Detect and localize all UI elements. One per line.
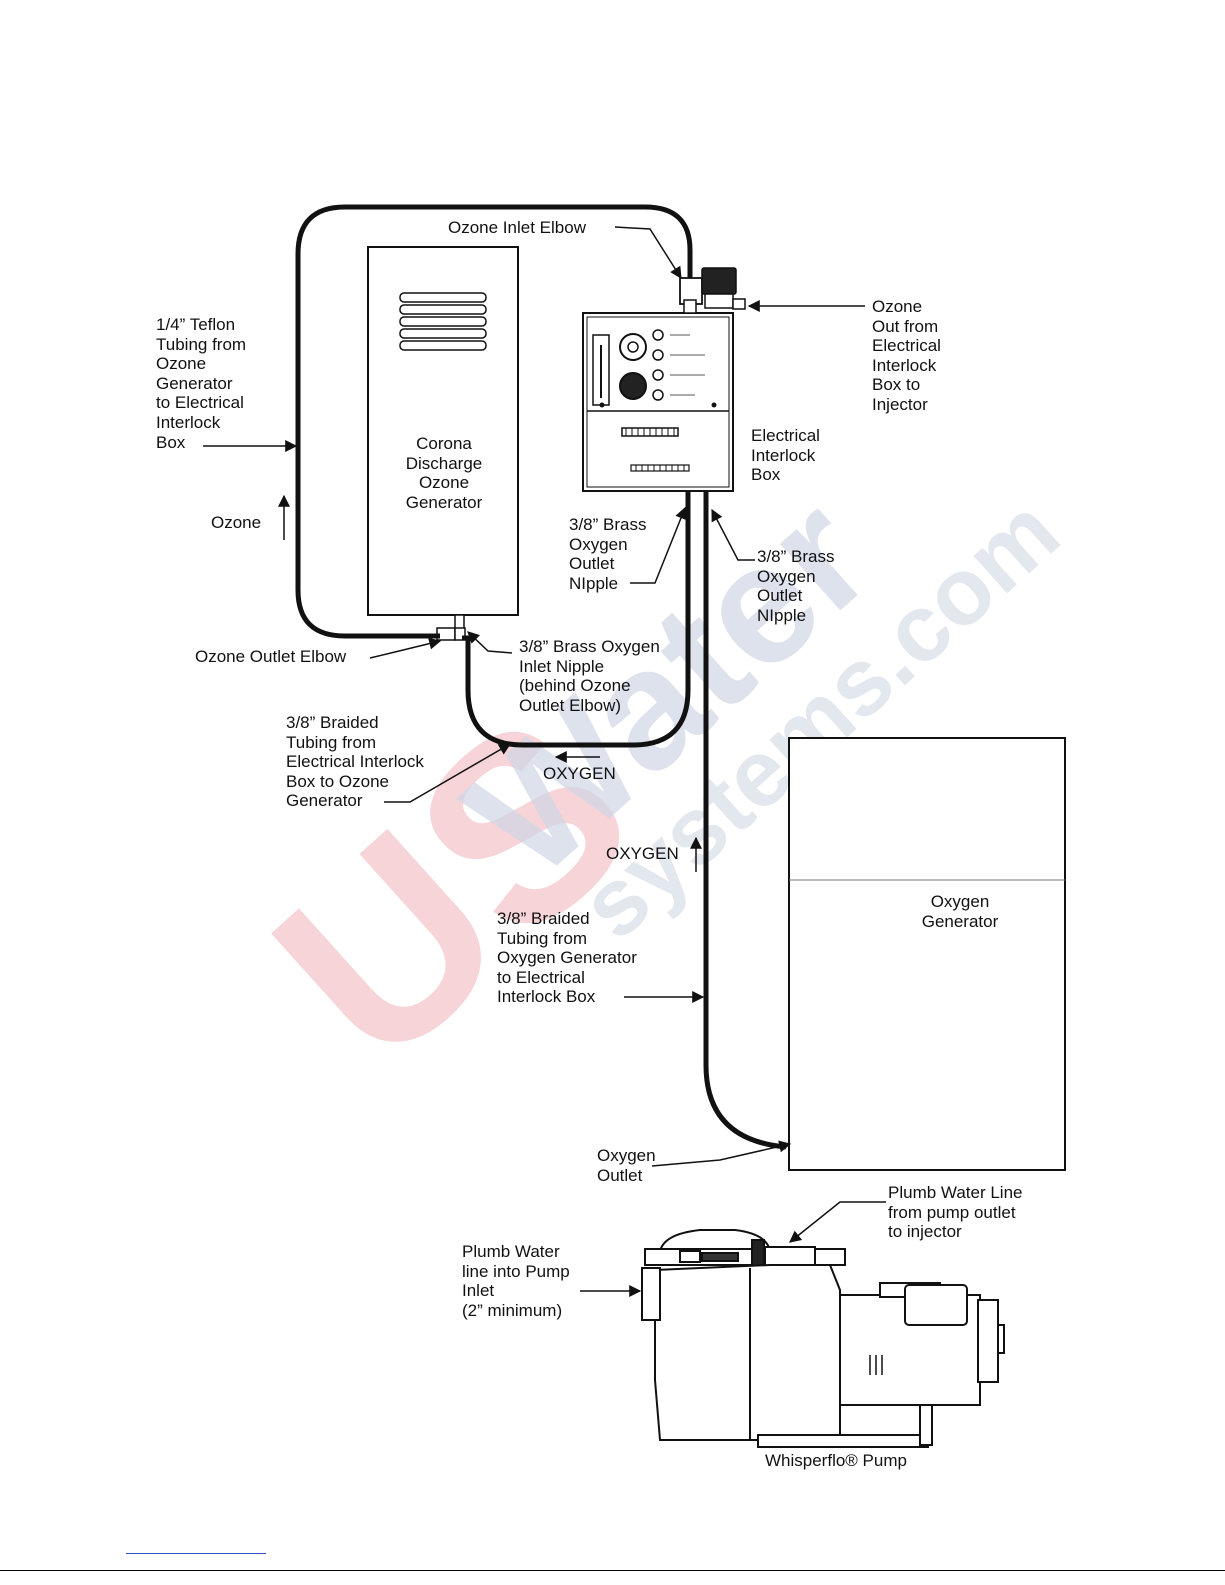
- label-braided-to-generator: 3/8” Braided Tubing from Electrical Inte…: [286, 713, 424, 811]
- label-ozone-out: Ozone Out from Electrical Interlock Box …: [872, 297, 941, 414]
- label-oxygen-flow-1: OXYGEN: [543, 764, 616, 783]
- cabinet-vent-icon: [399, 292, 487, 351]
- label-oxygen-flow-2: OXYGEN: [606, 844, 679, 863]
- label-ozone-inlet-elbow: Ozone Inlet Elbow: [448, 218, 586, 237]
- braided-tubing-oxygen-to-box: [703, 491, 787, 1150]
- label-braided-from-oxygen: 3/8” Braided Tubing from Oxygen Generato…: [497, 909, 637, 1007]
- ozone-valve-assembly: [679, 267, 746, 314]
- braided-tubing-box-to-generator: [462, 491, 691, 748]
- label-plumb-outlet: Plumb Water Line from pump outlet to inj…: [888, 1183, 1023, 1242]
- arrows: [203, 226, 886, 1297]
- ozone-generator-cabinet: [367, 246, 519, 641]
- label-brass-outlet-nipple-right: 3/8” Brass Oxygen Outlet NIpple: [757, 547, 835, 625]
- oxygen-generator-cabinet: [788, 737, 1066, 1171]
- teflon-tubing-line: [295, 204, 693, 639]
- electrical-interlock-box: [582, 312, 734, 492]
- label-oxygen-generator: Oxygen Generator: [921, 892, 999, 931]
- label-brass-inlet-nipple: 3/8” Brass Oxygen Inlet Nipple (behind O…: [519, 637, 660, 715]
- label-ozone-flow: Ozone: [211, 513, 262, 532]
- timer-dial-icon: [619, 372, 647, 400]
- label-plumb-inlet: Plumb Water line into Pump Inlet (2” min…: [462, 1242, 570, 1320]
- footer-link-underline: [126, 1553, 266, 1554]
- footer-rule: [0, 1570, 1225, 1571]
- label-teflon-tubing: 1/4” Teflon Tubing from Ozone Generator …: [156, 315, 247, 452]
- label-electrical-interlock-box: Electrical Interlock Box: [751, 426, 820, 485]
- pressure-gauge-icon: [619, 333, 647, 361]
- whisperflo-pump-drawing: [641, 1229, 1005, 1448]
- label-oxygen-outlet: Oxygen Outlet: [597, 1146, 656, 1185]
- label-ozone-outlet-elbow: Ozone Outlet Elbow: [195, 647, 347, 666]
- label-corona-generator: Corona Discharge Ozone Generator: [405, 434, 483, 512]
- label-pump-name: Whisperflo® Pump: [765, 1451, 907, 1470]
- label-brass-outlet-nipple-left: 3/8” Brass Oxygen Outlet NIpple: [569, 515, 647, 593]
